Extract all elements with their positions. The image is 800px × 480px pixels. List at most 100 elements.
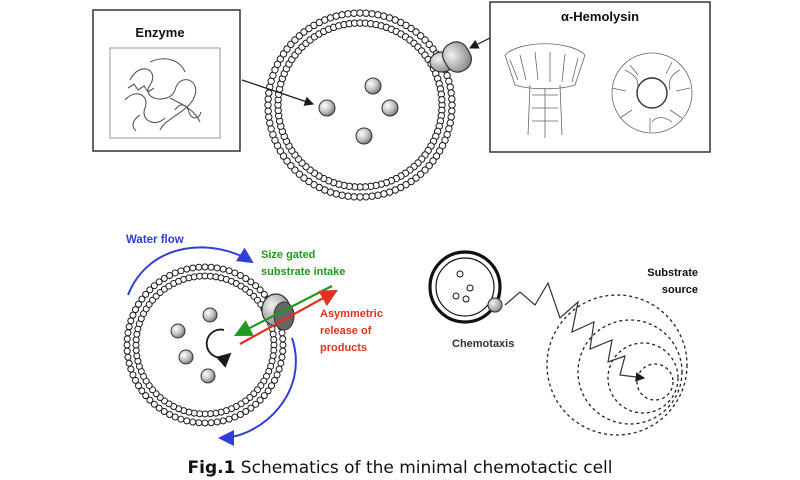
lipid-bead [310,180,318,189]
lipid-bead [242,274,250,282]
lipid-bead [264,107,272,115]
lipid-bead [407,177,415,186]
lipid-bead [138,295,146,303]
size-gated-line2: substrate intake [261,266,345,278]
lipid-bead [435,147,444,155]
hemolysin-to-pore-arrow [468,37,491,49]
lipid-bead [412,174,420,182]
water-flow-label: Water flow [126,234,184,246]
lipid-bead [225,415,233,423]
asymmetric-line3: products [320,342,367,354]
lipid-bead [132,306,139,314]
lipid-bead [300,174,308,182]
lipid-bead [252,282,260,290]
lipid-bead [264,387,272,395]
caption-fig-number: Fig.1 [187,458,236,478]
lipid-bead [338,11,346,19]
lipid-bead [291,36,299,44]
lipid-bead [275,365,283,373]
lipid-bead [134,382,142,390]
lipid-bead [142,290,150,298]
lipid-bead [447,113,455,121]
lipid-bead [123,335,131,343]
lipid-bead [231,269,239,277]
lipid-bead [183,417,191,425]
lipid-bead [219,265,227,273]
lipid-bead [177,415,185,423]
lipid-bead [432,152,441,160]
substrate-label-line2: source [662,284,698,296]
lipid-bead [129,371,137,379]
top-vesicle [264,9,456,201]
asymmetric-line2: release of [320,325,372,337]
lipid-bead [219,417,227,425]
lipid-bead [146,396,154,404]
lipid-bead [213,264,221,272]
lipid-bead [279,341,287,349]
lipid-bead [421,36,429,44]
lipid-bead [124,329,132,337]
substrate-gradient-rings [546,294,688,436]
lipid-bead [283,45,291,53]
lipid-bead [247,278,255,286]
substrate-label-line1: Substrate [647,267,698,279]
lipid-bead [279,152,288,160]
lipid-bead [201,419,209,427]
chemotaxis-label: Chemotaxis [452,338,514,350]
lipid-bead [125,359,133,367]
lipid-bead [356,193,364,201]
lipid-bead [155,404,163,412]
lipid-bead [260,290,268,298]
lipid-bead [236,272,244,279]
lipid-bead [270,336,278,344]
lipid-bead [287,161,295,170]
lipid-bead [362,193,370,201]
lipid-bead [425,40,433,49]
lipid-bead [127,365,135,373]
bottom-internal-particles [170,307,218,384]
lipid-bead [264,95,272,103]
lipid-bead [266,119,274,127]
lipid-bead [362,9,370,17]
lipid-bead [127,317,135,325]
lipid-bead [267,125,275,133]
top-hemolysin-pore-icon [429,41,472,73]
lipid-bead [425,161,433,170]
lipid-bead [344,192,352,200]
product-release-arrow [239,289,338,345]
enzyme-structure-icon [124,58,202,132]
caption-text: Schematics of the minimal chemotactic ce… [235,458,613,478]
lipid-bead [447,89,455,97]
lipid-bead [225,267,233,275]
enzyme-to-vesicle-arrow [241,79,315,106]
lipid-bead [416,32,425,40]
lipid-bead [207,263,215,271]
lipid-bead [276,55,285,63]
lipid-bead [155,278,163,286]
enzyme-panel: Enzyme [92,9,241,152]
bottom-pore-icon [261,293,295,331]
hemolysin-panel: α-Hemolysin [489,1,711,153]
lipid-bead [278,329,286,337]
lipid-bead [166,411,174,418]
hemolysin-top-view-icon [611,52,693,134]
lipid-bead [374,11,382,19]
lipid-bead [132,376,139,384]
lipid-bead [279,50,288,58]
lipid-bead [429,157,437,165]
lipid-bead [350,9,358,17]
top-substrate-particles [318,77,399,145]
lipid-bead [283,157,291,165]
lipid-bead [350,193,358,201]
hemolysin-side-view-icon [504,43,586,138]
enzyme-label: Enzyme [135,25,184,40]
water-flow-top-arrow [127,246,254,296]
lipid-bead [445,77,453,85]
figure-caption: Fig.1 Schematics of the minimal chemotac… [0,458,800,478]
lipid-bead [171,413,179,421]
lipid-bead [123,341,131,349]
lipid-bead [195,419,203,427]
asymmetric-line1: Asymmetric [320,308,383,320]
lipid-bead [305,177,313,186]
lipid-bead [448,107,456,115]
